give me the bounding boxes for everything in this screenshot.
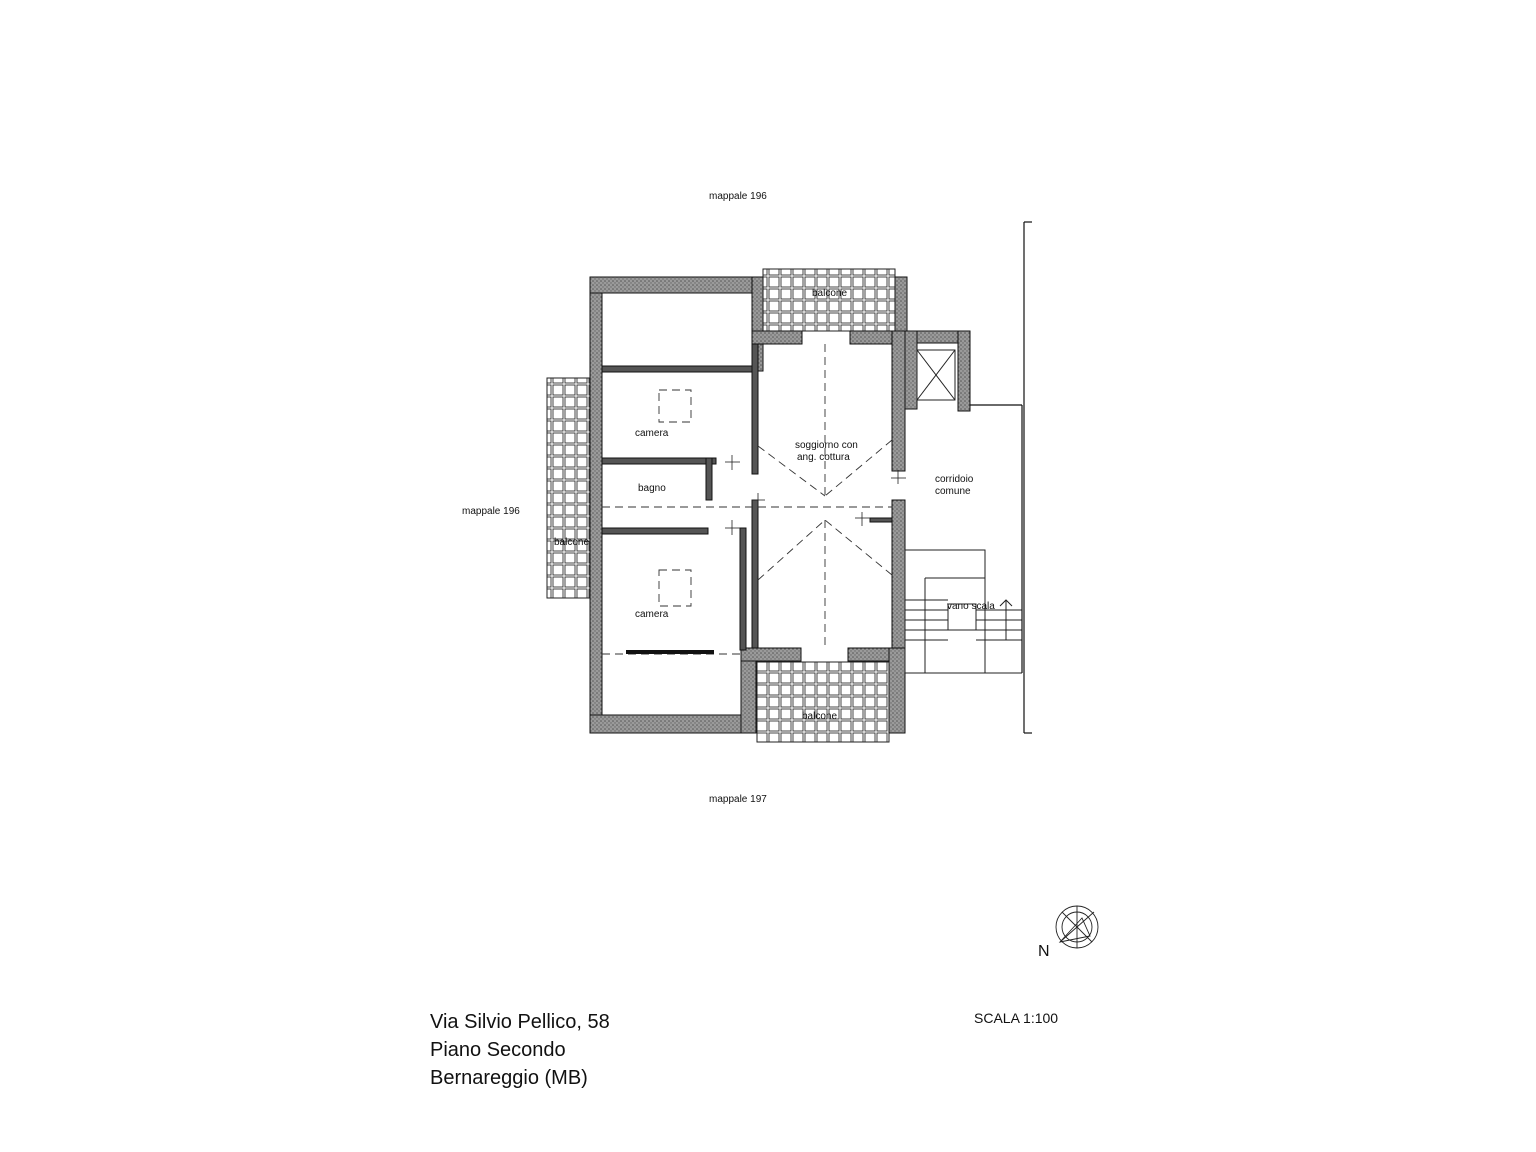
interior-walls xyxy=(601,343,893,651)
north-indicator: N xyxy=(1038,943,1050,960)
room-label-soggiorno-2: ang. cottura xyxy=(797,452,850,463)
elevator-shaft xyxy=(916,349,956,401)
room-label-camera-top: camera xyxy=(635,428,669,439)
room-label-soggiorno-1: soggiorno con xyxy=(795,440,858,451)
wardrobe xyxy=(626,650,714,654)
parcel-label-bottom: mappale 197 xyxy=(709,794,767,805)
room-label-balcone-bottom: balcone xyxy=(802,711,837,722)
compass-rose-icon xyxy=(1055,905,1099,949)
room-label-balcone-left: balcone xyxy=(554,537,589,548)
scale-label: SCALA 1:100 xyxy=(974,1010,1059,1026)
city-line: Bernareggio (MB) xyxy=(430,1067,588,1089)
room-label-camera-bottom: camera xyxy=(635,609,669,620)
balcony-top xyxy=(762,268,896,332)
balcony-left xyxy=(546,377,596,599)
room-label-vano-scala: vano scala xyxy=(947,601,995,612)
stairwell xyxy=(904,549,1022,674)
address-line: Via Silvio Pellico, 58 xyxy=(430,1011,610,1033)
exterior-walls xyxy=(589,276,971,734)
room-label-bagno: bagno xyxy=(638,483,666,494)
title-block: Via Silvio Pellico, 58 Piano Secondo Ber… xyxy=(430,1008,610,1092)
balcony-bottom xyxy=(756,661,890,743)
parcel-label-left: mappale 196 xyxy=(462,506,520,517)
door-markers xyxy=(725,455,906,535)
floor-line: Piano Secondo xyxy=(430,1039,566,1061)
room-label-corridoio-2: comune xyxy=(935,486,971,497)
corridor-outline xyxy=(970,221,1032,734)
room-label-balcone-top: balcone xyxy=(812,288,847,299)
room-label-corridoio-1: corridoio xyxy=(935,474,974,485)
roof-dashed-lines xyxy=(602,344,893,655)
parcel-label-top: mappale 196 xyxy=(709,191,767,202)
